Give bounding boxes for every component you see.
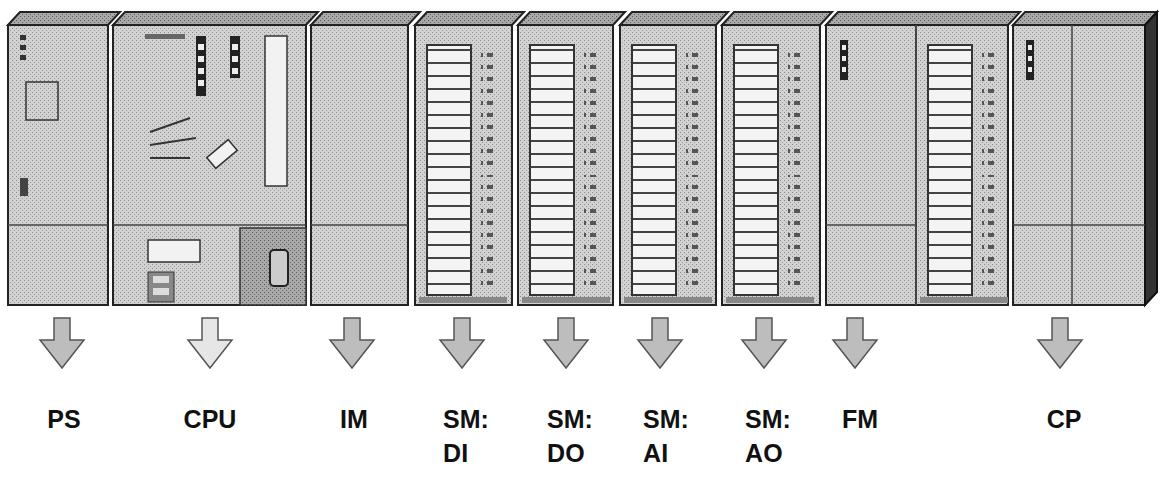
part-label: CPU xyxy=(184,402,237,436)
di-strip xyxy=(419,45,507,303)
module-tops xyxy=(8,12,1157,25)
rack-side xyxy=(1145,12,1157,305)
part-label: IM xyxy=(340,402,368,436)
ai-strip xyxy=(624,45,712,303)
pointer-arrows xyxy=(40,318,1082,368)
part-label: SM: AI xyxy=(643,402,689,470)
part-label: SM: DO xyxy=(547,402,593,470)
part-label: PS xyxy=(47,402,80,436)
part-label: FM xyxy=(842,402,878,436)
ps-module xyxy=(8,25,108,305)
do-strip xyxy=(522,45,610,303)
status-leds xyxy=(840,40,1034,80)
ao-module xyxy=(722,25,820,305)
ps-details xyxy=(20,35,58,196)
module-divisions xyxy=(8,25,1145,305)
part-label: CP xyxy=(1047,402,1082,436)
ao-strip xyxy=(726,45,814,303)
part-label: SM: AO xyxy=(745,402,791,470)
di-module xyxy=(415,25,512,305)
status-led-lights xyxy=(842,45,1032,72)
part-label: SM: DI xyxy=(443,402,489,470)
fm-module xyxy=(826,25,1008,305)
fm-strip xyxy=(920,45,1008,303)
ai-module xyxy=(620,25,716,305)
cp-module xyxy=(1013,25,1145,305)
cpu-details xyxy=(145,34,306,305)
cpu-module xyxy=(113,25,306,305)
do-module xyxy=(518,25,613,305)
im-module xyxy=(311,25,408,305)
